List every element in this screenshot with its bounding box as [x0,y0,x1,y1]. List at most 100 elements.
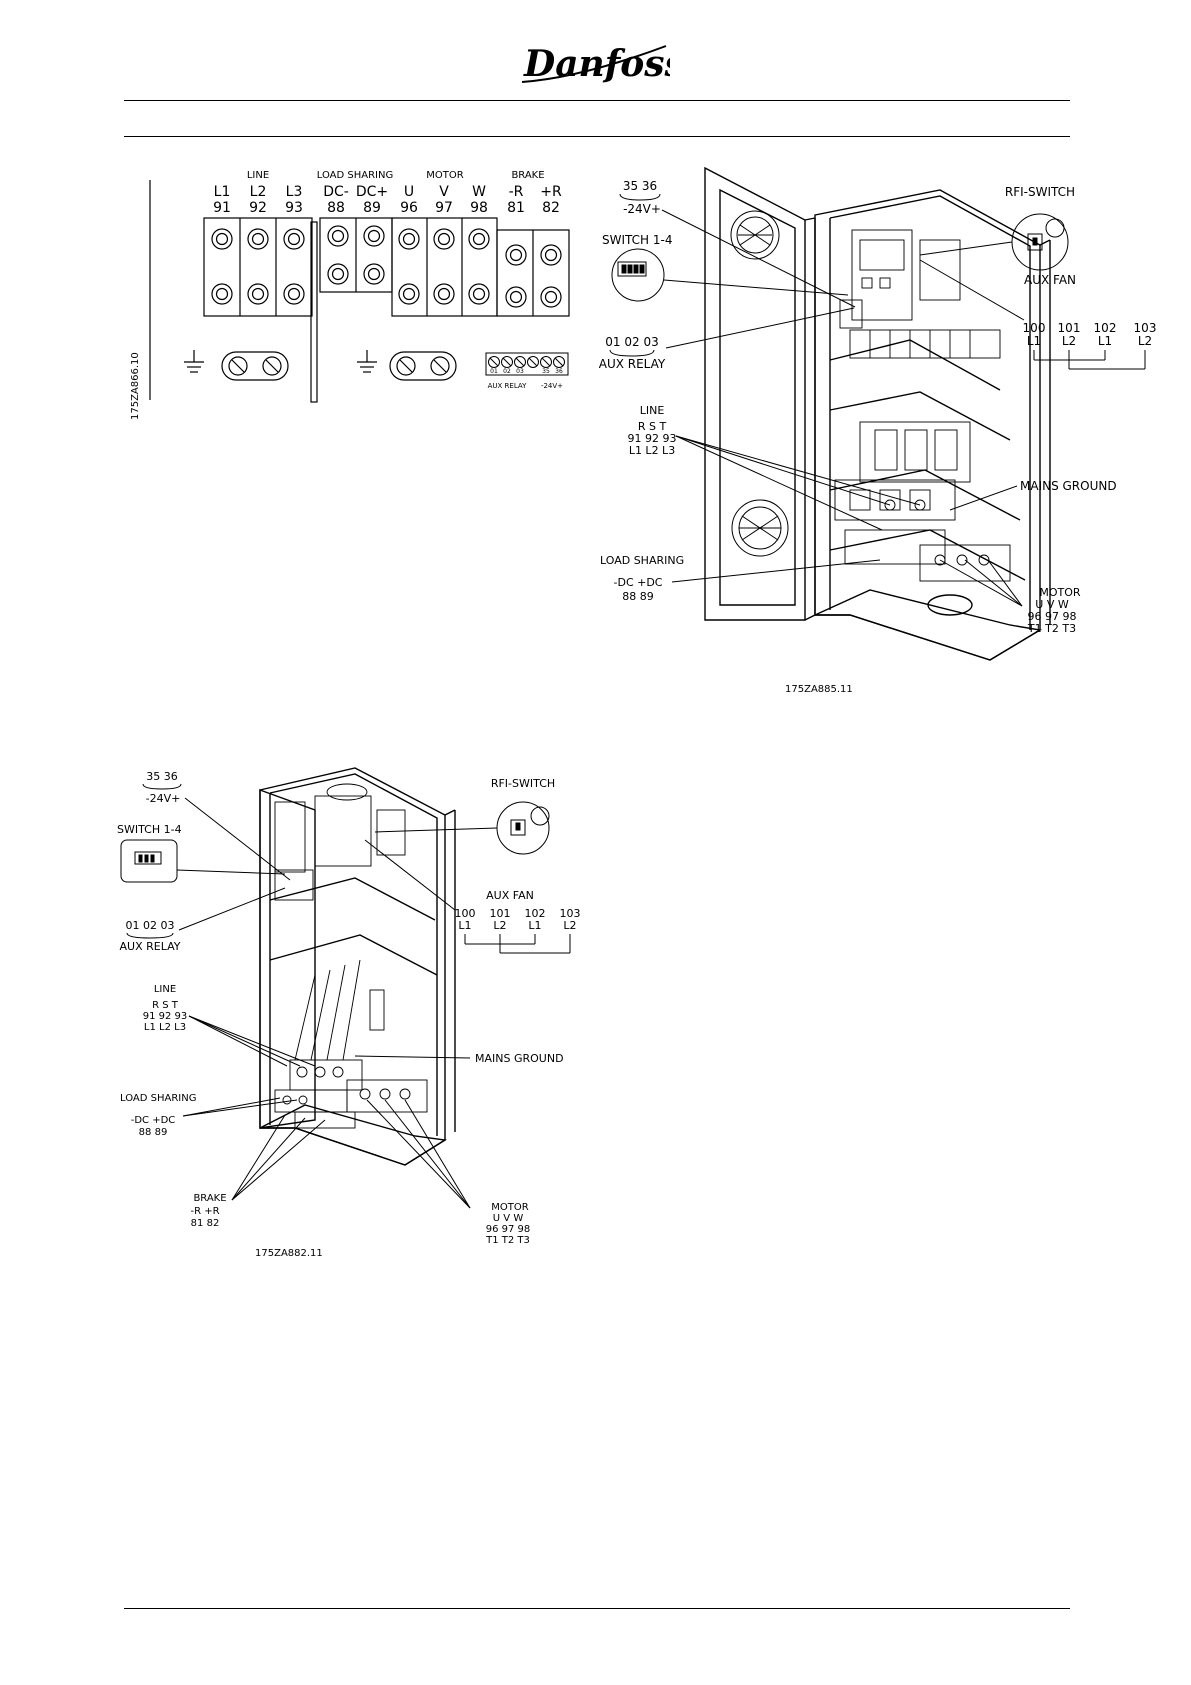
fig2-line: LINE [640,404,665,417]
fig2-fan-l-4: L2 [1138,334,1152,348]
fig3-r-nums: 81 82 [191,1218,220,1229]
fig3-t3536: 35 36 [146,770,178,783]
fig3-fan-l-2: L2 [493,919,506,932]
cabinet-outline-small [259,767,456,1166]
term-num-88: 88 [327,200,345,216]
term-name-r-minus: -R [509,184,524,200]
fig3-rfi: RFI-SWITCH [491,777,555,790]
small-term-02: 02 [503,368,511,375]
term-name-dc-minus: DC- [323,184,349,200]
term-name-l3: L3 [286,184,303,200]
fig3-mains-ground: MAINS GROUND [475,1052,564,1065]
fig3-aux-relay: AUX RELAY [120,940,181,953]
fig2-id: 175ZA885.11 [785,684,853,695]
cabinet-outline [704,166,1051,661]
group-brake: BRAKE [511,170,544,181]
term-num-92: 92 [249,200,267,216]
fig3-relay-nums: 01 02 03 [126,919,175,932]
fig3-v24: -24V+ [146,792,181,805]
term-num-82: 82 [542,200,560,216]
fig3-fan-num-102: 102 [525,907,546,920]
fig2-load-sharing: LOAD SHARING [600,554,684,567]
footer-rule [124,1608,1070,1609]
term-name-w: W [472,184,486,200]
fig2-aux-fan: AUX FAN [1024,273,1076,287]
fig3-r: -R +R [190,1206,219,1217]
term-name-l2: L2 [250,184,267,200]
fig2-dc-nums: 88 89 [622,590,654,603]
group-line: LINE [247,170,269,181]
term-name-v: V [439,184,449,200]
door-fans [730,210,789,557]
term-num-89: 89 [363,200,381,216]
fig3-motor-nums: 96 97 98 [486,1224,531,1235]
internal-components [834,229,1011,582]
fig3-brake: BRAKE [193,1193,226,1204]
terminal-screws [211,225,562,308]
fig2-uvw: U V W [1035,598,1069,611]
fig3-fan-l-1: L1 [458,919,471,932]
fig2-aux-relay: AUX RELAY [599,357,666,371]
fig3-fan-num-101: 101 [490,907,511,920]
group-motor: MOTOR [426,170,463,181]
header-rule-top [124,100,1070,101]
fig2-fan-num-101: 101 [1058,321,1081,335]
fig2-rst: R S T [638,420,667,433]
group-load-sharing: LOAD SHARING [317,170,393,181]
terminal-housing [203,217,570,403]
small-term-01: 01 [490,368,498,375]
fig2-fan-l-2: L2 [1062,334,1076,348]
fig3-fan-num-103: 103 [560,907,581,920]
terminal-block-diagram: 175ZA866.10 LINE LOAD SHARING MOTOR BRAK… [130,170,570,420]
term-name-dc-plus: DC+ [356,184,388,200]
fig3-id: 175ZA882.11 [255,1248,323,1259]
fig3-rst: R S T [152,1000,179,1011]
fig2-fan-num-102: 102 [1094,321,1117,335]
small-term-36: 36 [555,368,563,375]
fig2-motor-nums: 96 97 98 [1028,610,1077,623]
fig3-load-sharing: LOAD SHARING [120,1093,196,1104]
small-term-03: 03 [516,368,524,375]
fig2-switch: SWITCH 1-4 [602,233,672,247]
fig2-line-l: L1 L2 L3 [629,444,675,457]
term-name-l1: L1 [214,184,231,200]
fig2-dc: -DC +DC [614,576,663,589]
fig2-fan-l-3: L1 [1098,334,1112,348]
term-num-97: 97 [435,200,453,216]
fig3-fan-l-3: L1 [528,919,541,932]
term-num-98: 98 [470,200,488,216]
term-name-u: U [404,184,414,200]
fig3-dc: -DC +DC [131,1115,176,1126]
fig3-motor: MOTOR [491,1202,528,1213]
drive-small-diagram: 35 36 -24V+ SWITCH 1-4 01 02 03 AUX RELA… [117,767,581,1259]
fig2-motor: MOTOR [1039,586,1081,599]
fig2-mains-ground: MAINS GROUND [1020,479,1117,493]
fig3-line-nums: 91 92 93 [143,1011,188,1022]
ground-terminals [184,350,457,381]
fig3-fan-wiring [464,934,571,954]
fig2-t3536: 35 36 [623,179,657,193]
term-num-81: 81 [507,200,525,216]
fig3-line: LINE [154,984,176,995]
drive-large-diagram: 35 36 -24V+ SWITCH 1-4 01 02 03 AUX RELA… [599,166,1156,695]
term-num-93: 93 [285,200,303,216]
fig3-motor-t: T1 T2 T3 [485,1235,530,1246]
logo-text: Danfoss [523,43,670,85]
fig2-fan-num-103: 103 [1134,321,1157,335]
figure-id: 175ZA866.10 [130,352,141,420]
term-name-r-plus: +R [540,184,562,200]
fig3-rfi-detail [496,801,550,855]
fig2-switch-detail [611,248,665,302]
fig2-fan-l-1: L1 [1027,334,1041,348]
fig2-line-nums: 91 92 93 [628,432,677,445]
fig3-fan-l-4: L2 [563,919,576,932]
header-rule-bottom [124,136,1070,137]
fig3-fan-num-100: 100 [455,907,476,920]
fig2-v24: -24V+ [623,202,661,216]
fig3-aux-fan: AUX FAN [486,889,534,902]
fig3-line-l: L1 L2 L3 [144,1022,186,1033]
fig3-dc-nums: 88 89 [139,1127,168,1138]
control-terminal-strip [485,352,569,376]
internal-components-small [274,783,428,1129]
fig3-switch: SWITCH 1-4 [117,823,182,836]
